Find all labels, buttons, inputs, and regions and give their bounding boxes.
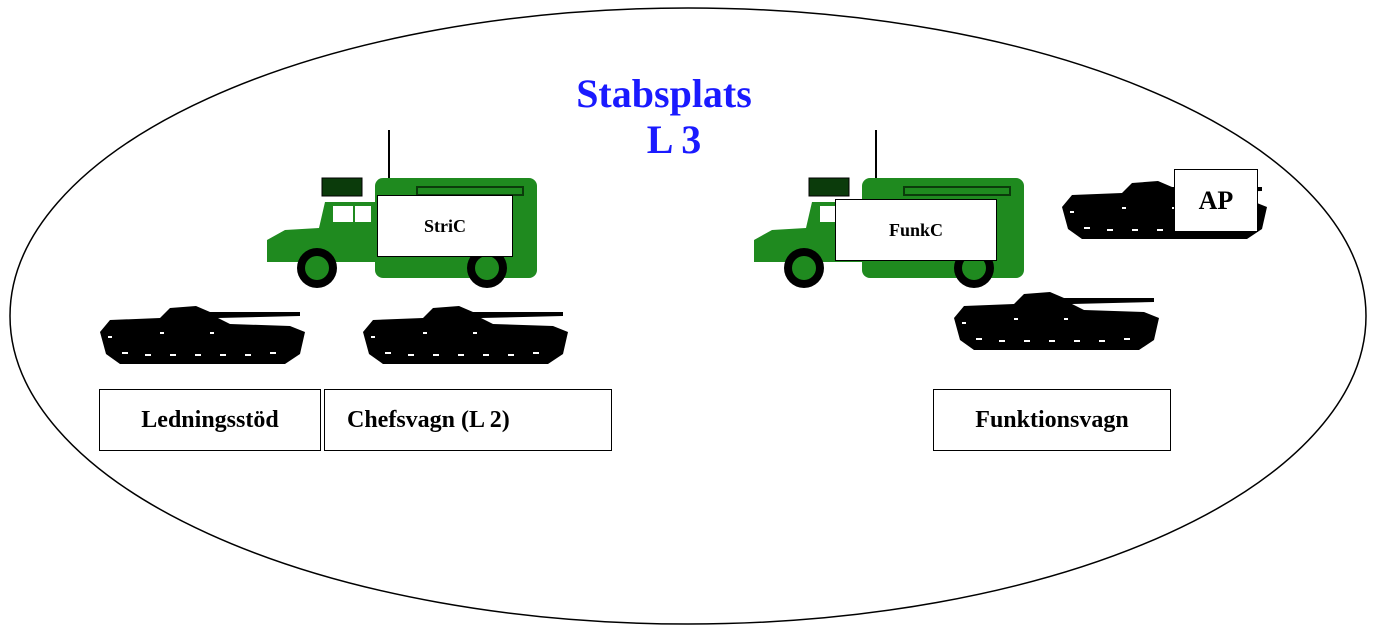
stric-label: StriC bbox=[377, 195, 513, 257]
funktionsvagn-label: Funktionsvagn bbox=[933, 389, 1171, 451]
tank-icon bbox=[100, 306, 305, 364]
ledningsstod-label: Ledningsstöd bbox=[99, 389, 321, 451]
staging-area-ellipse bbox=[9, 7, 1367, 625]
diagram-title-line1: Stabsplats bbox=[576, 71, 752, 116]
ap-label: AP bbox=[1174, 169, 1258, 232]
chefsvagn-label: Chefsvagn (L 2) bbox=[324, 389, 612, 451]
tank-icon bbox=[954, 292, 1159, 350]
funkc-label: FunkC bbox=[835, 199, 997, 261]
diagram-title-line2: L 3 bbox=[646, 117, 702, 162]
tank-icon bbox=[363, 306, 568, 364]
